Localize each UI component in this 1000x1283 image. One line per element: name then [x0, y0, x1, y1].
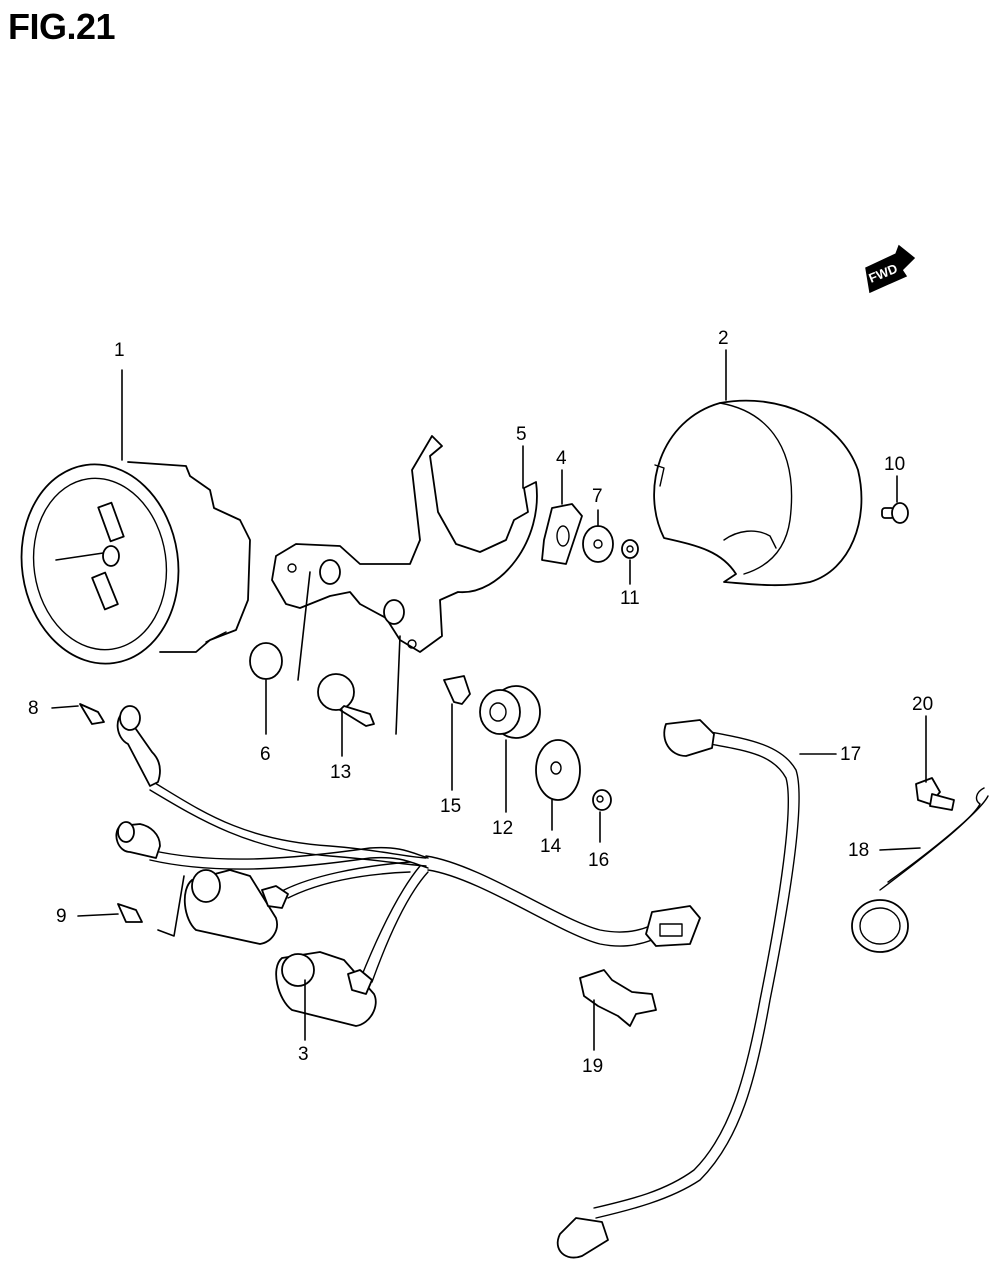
nut-part-16	[592, 789, 612, 811]
callout-8: 8	[28, 698, 39, 719]
callout-9: 9	[56, 906, 67, 927]
nut-part-11	[621, 539, 639, 559]
callout-19: 19	[582, 1056, 603, 1077]
bracket-part	[271, 435, 538, 653]
callout-18: 18	[848, 840, 869, 861]
spacer-part-15	[443, 675, 471, 705]
figure-title: FIG.21	[8, 6, 116, 47]
callout-5: 5	[516, 424, 527, 445]
clamp-part-19	[579, 969, 657, 1027]
spring-part-18	[851, 787, 989, 953]
callout-20: 20	[912, 694, 933, 715]
meter-case-part	[653, 399, 863, 587]
leader-lines	[51, 349, 927, 1051]
speedometer-cable-part	[556, 719, 800, 1259]
callout-3: 3	[298, 1044, 309, 1065]
callout-6: 6	[260, 744, 271, 765]
bolt-part-20	[915, 777, 955, 811]
bulb-part-9	[117, 903, 143, 923]
callout-2: 2	[718, 328, 729, 349]
fwd-arrow-badge: FWD	[865, 244, 916, 294]
speedometer-part	[20, 461, 251, 665]
callout-17: 17	[840, 744, 861, 765]
callout-1: 1	[114, 340, 125, 361]
bulb-part-8	[79, 703, 105, 725]
wiring-harness-part	[115, 705, 701, 1027]
callout-15: 15	[440, 796, 461, 817]
callout-7: 7	[592, 486, 603, 507]
washer-part-14	[535, 739, 581, 801]
cushion-part-12	[479, 685, 541, 739]
callout-labels: 1 2 3 4 5 6 7 8 9 10 11 12 13 14 15 16 1…	[28, 328, 933, 1077]
bolt-part-13	[317, 673, 375, 727]
callout-13: 13	[330, 762, 351, 783]
callout-11: 11	[620, 588, 640, 609]
screw-part-10	[881, 502, 909, 524]
callout-14: 14	[540, 836, 562, 857]
callout-10: 10	[884, 454, 905, 475]
callout-12: 12	[492, 818, 513, 839]
grommet-part-6	[249, 642, 283, 680]
callout-16: 16	[588, 850, 609, 871]
washer-part-7	[582, 525, 614, 563]
callout-4: 4	[556, 448, 567, 469]
cushion-part	[541, 503, 583, 565]
